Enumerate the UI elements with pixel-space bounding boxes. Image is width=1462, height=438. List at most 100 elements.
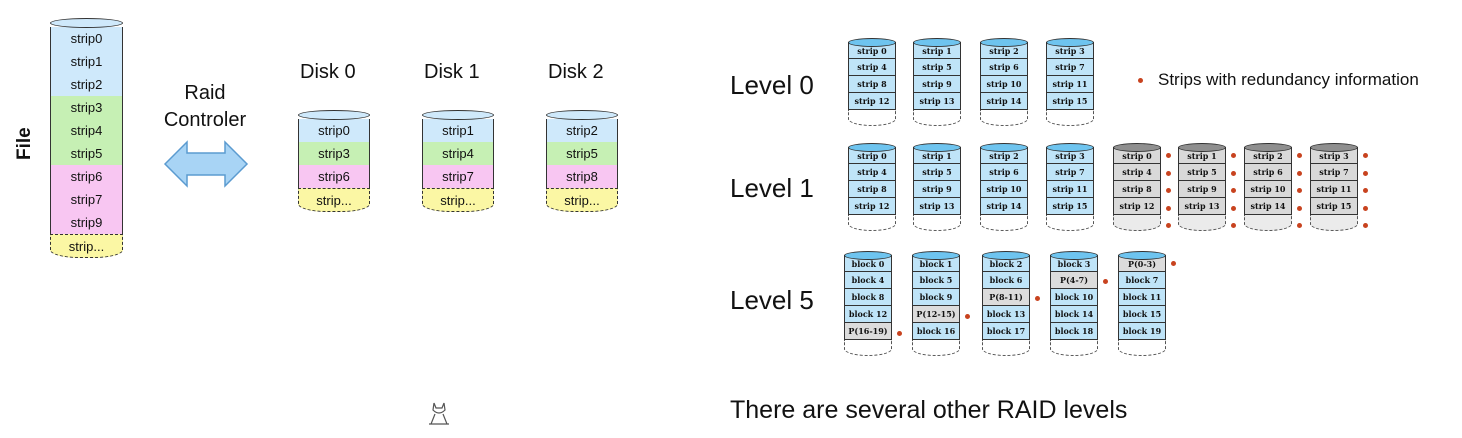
cylinder-cell: strip 13 <box>913 93 961 110</box>
disk-title: Disk 2 <box>548 61 604 83</box>
cylinder-cell: strip 9 <box>1178 181 1226 198</box>
cylinder-cell: strip 15 <box>1046 93 1094 110</box>
raid-label-line1: Raid <box>184 82 226 104</box>
cylinder-cell: block 18 <box>1050 323 1098 340</box>
cylinder-cell: P(4-7) <box>1050 272 1098 289</box>
redundancy-dot-icon <box>1166 205 1171 211</box>
strip-segment: strip... <box>546 188 618 212</box>
cylinder-base <box>1050 340 1098 356</box>
cylinder-cell: strip 11 <box>1046 76 1094 93</box>
cylinder-cell: P(8-11) <box>982 289 1030 306</box>
strip-segment: strip6 <box>298 165 370 189</box>
cylinder-cap <box>1118 251 1166 260</box>
cylinder-base <box>848 215 896 231</box>
strip-segment: strip1 <box>50 50 123 74</box>
cylinder-cap <box>912 251 960 260</box>
redundancy-dot-icon <box>1297 188 1302 193</box>
redundancy-dot-icon <box>897 331 902 336</box>
cylinder-cell: strip 10 <box>1244 181 1292 198</box>
cylinder-cap <box>1244 143 1292 152</box>
cylinder-cap <box>1178 143 1226 152</box>
redundancy-dot-icon <box>1103 278 1108 284</box>
redundancy-dot-icon <box>1166 170 1171 176</box>
redundancy-dot-icon <box>1363 205 1368 211</box>
cylinder-cell: strip 10 <box>980 181 1028 198</box>
legend-dot-icon <box>1138 78 1143 83</box>
level-label: Level 1 <box>730 173 814 203</box>
cylinder-cap <box>913 143 961 152</box>
cylinder-cap <box>1050 251 1098 260</box>
cylinder-cap <box>1046 38 1094 47</box>
stack-top-cap <box>50 18 123 28</box>
cylinder-cell: strip 14 <box>980 93 1028 110</box>
cylinder-cell: block 5 <box>912 272 960 289</box>
cylinder-base <box>848 110 896 126</box>
cylinder-cell: strip 5 <box>1178 164 1226 181</box>
cylinder-cap <box>1046 143 1094 152</box>
cylinder-cell: strip 14 <box>1244 198 1292 215</box>
cylinder-cell: strip 4 <box>848 59 896 76</box>
cylinder-base <box>1178 215 1226 231</box>
cylinder-cell: block 8 <box>844 289 892 306</box>
cylinder-cell: strip 7 <box>1310 164 1358 181</box>
cylinder-cap <box>1310 143 1358 152</box>
cylinder-cell: strip 6 <box>980 59 1028 76</box>
cylinder-cap <box>980 143 1028 152</box>
strip-segment: strip1 <box>422 119 494 143</box>
footer-text: There are several other RAID levels <box>730 396 1128 424</box>
cylinder-cell: strip 9 <box>913 181 961 198</box>
cylinder-cell: strip 5 <box>913 164 961 181</box>
redundancy-dot-icon <box>1231 170 1236 176</box>
strip-segment: strip... <box>50 234 123 258</box>
cylinder-cell: strip 13 <box>1178 198 1226 215</box>
cylinder-cell: strip 11 <box>1046 181 1094 198</box>
cylinder-cell: block 17 <box>982 323 1030 340</box>
cylinder-cell: strip 15 <box>1046 198 1094 215</box>
legend-text: Strips with redundancy information <box>1158 70 1419 89</box>
cylinder-cell: block 14 <box>1050 306 1098 323</box>
stack-top-cap <box>422 110 494 120</box>
raid-label-line2: Controler <box>163 109 247 131</box>
stack-top-cap <box>298 110 370 120</box>
cylinder-cell: strip 14 <box>980 198 1028 215</box>
cylinder-base <box>1310 215 1358 231</box>
cylinder-cell: strip 9 <box>913 76 961 93</box>
cylinder-cell: strip 15 <box>1310 198 1358 215</box>
cylinder-cell: strip 11 <box>1310 181 1358 198</box>
cylinder-cell: strip 12 <box>848 198 896 215</box>
cylinder-cap <box>913 38 961 47</box>
strip-segment: strip... <box>422 188 494 212</box>
redundancy-dot-icon <box>1035 296 1040 301</box>
cylinder-base <box>1046 215 1094 231</box>
bidirectional-arrow-icon <box>163 140 249 188</box>
strip-segment: strip5 <box>546 142 618 166</box>
cylinder-cell: block 4 <box>844 272 892 289</box>
level-label: Level 5 <box>730 285 814 315</box>
cylinder-base <box>844 340 892 356</box>
strip-segment: strip9 <box>50 211 123 235</box>
cylinder-cap <box>980 38 1028 47</box>
cylinder-base <box>980 215 1028 231</box>
cylinder-cap <box>848 38 896 47</box>
strip-segment: strip5 <box>50 142 123 166</box>
level-label: Level 0 <box>730 70 814 100</box>
redundancy-dot-icon <box>1297 153 1302 158</box>
cylinder-base <box>982 340 1030 356</box>
strip-segment: strip7 <box>50 188 123 212</box>
disk-title: Disk 0 <box>300 61 356 83</box>
cylinder-cell: strip 4 <box>848 164 896 181</box>
redundancy-dot-icon <box>1363 170 1368 176</box>
redundancy-dot-icon <box>1363 153 1368 158</box>
strip-segment: strip4 <box>50 119 123 143</box>
cylinder-base <box>913 215 961 231</box>
cylinder-cell: strip 10 <box>980 76 1028 93</box>
